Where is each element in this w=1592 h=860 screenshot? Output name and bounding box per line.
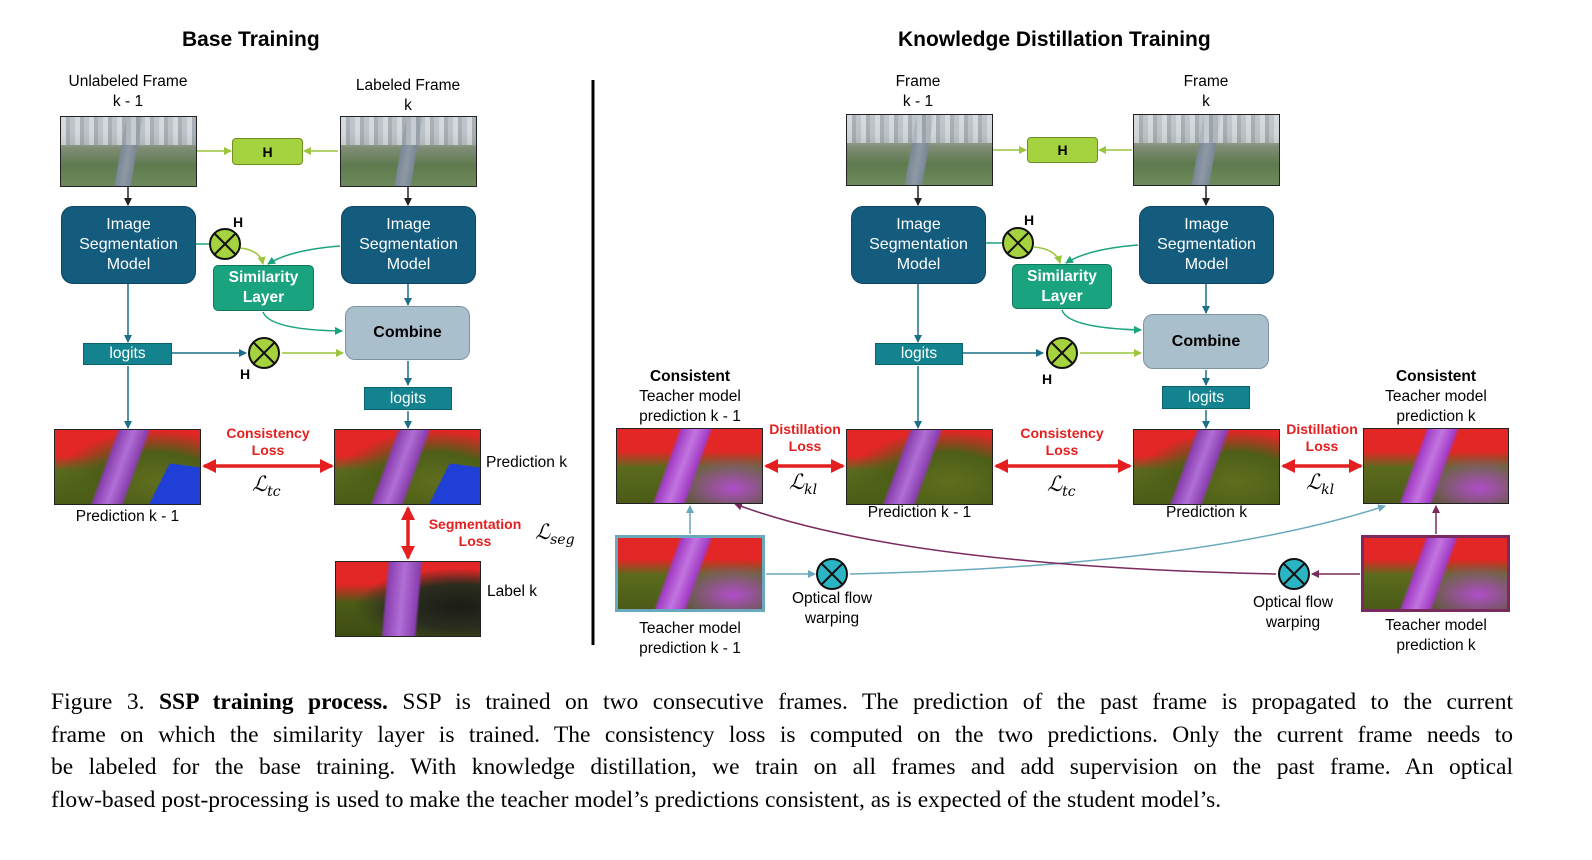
teacher-right-image	[1361, 535, 1510, 612]
lkl-right-symbol: ℒkl	[1306, 470, 1335, 499]
combine-box: Combine	[345, 306, 470, 360]
kd-training-title: Knowledge Distillation Training	[898, 28, 1211, 51]
caption-line-3: be labeled for the base training. With k…	[51, 754, 1513, 780]
caption-line-2: frame on which the similarity layer is t…	[51, 721, 1513, 748]
logits-left: logits	[83, 343, 172, 365]
h-symbol: H	[240, 366, 251, 382]
unlabeled-frame-image	[60, 116, 197, 187]
lseg-symbol: ℒseg	[535, 520, 575, 549]
homography-box: H	[232, 138, 303, 165]
multiply-node-icon	[1002, 227, 1034, 259]
prediction-k-image	[334, 429, 481, 505]
kd-homography-box: H	[1027, 137, 1098, 163]
kd-prediction-k1-image	[846, 429, 993, 505]
optical-flow-node-icon	[1278, 558, 1310, 590]
kd-prediction-k-label: Prediction k	[1166, 504, 1247, 521]
figure-caption: Figure 3. SSP training process. SSP is t…	[51, 686, 1513, 816]
kd-ltc-symbol: ℒtc	[1047, 472, 1076, 501]
label-k-label: Label k	[487, 583, 537, 600]
multiply-node-icon	[1046, 337, 1078, 369]
optical-flow-node-icon	[816, 558, 848, 590]
prediction-k-label: Prediction k	[486, 454, 567, 471]
kd-combine-box: Combine	[1143, 314, 1269, 369]
logits-right: logits	[364, 387, 452, 410]
h-symbol: H	[1024, 212, 1035, 228]
prediction-k1-image	[54, 429, 201, 505]
kd-prediction-k-image	[1133, 429, 1280, 505]
labeled-frame-image	[340, 116, 477, 187]
consistent-teacher-left-image	[616, 428, 763, 504]
kd-frame-left-image	[846, 114, 993, 186]
label-k-image	[335, 561, 481, 637]
base-training-title: Base Training	[182, 28, 320, 51]
multiply-node-icon	[209, 228, 241, 260]
caption-line-1: Figure 3. SSP training process. SSP is t…	[51, 689, 1514, 715]
multiply-node-icon	[248, 337, 280, 369]
ltc-symbol: ℒtc	[252, 472, 281, 501]
caption-line-4: flow-based post-processing is used to ma…	[51, 786, 1222, 813]
kd-frame-right-image	[1133, 114, 1280, 186]
h-symbol: H	[233, 214, 244, 230]
consistent-teacher-right-image	[1363, 428, 1509, 504]
kd-logits-right: logits	[1162, 386, 1250, 409]
kd-prediction-k1-label: Prediction k - 1	[867, 504, 972, 521]
teacher-left-image	[615, 535, 765, 612]
lkl-left-symbol: ℒkl	[789, 470, 818, 499]
prediction-k1-label: Prediction k - 1	[75, 508, 180, 525]
h-symbol: H	[1042, 371, 1053, 387]
kd-logits-left: logits	[875, 343, 963, 365]
